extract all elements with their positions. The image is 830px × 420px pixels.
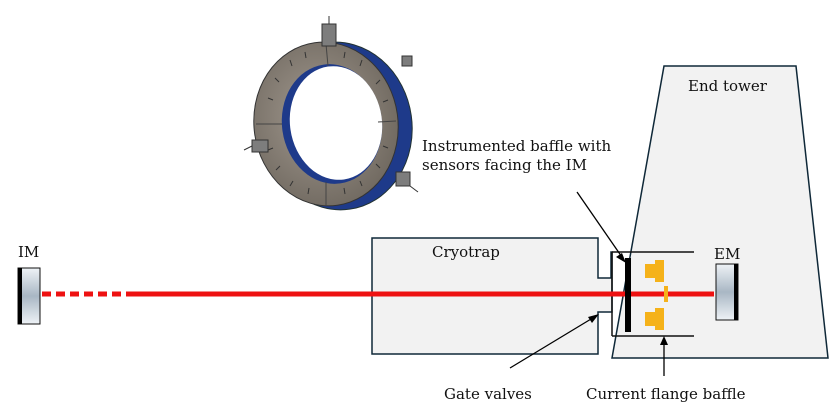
input-mirror [17, 267, 41, 325]
arrow-gate-valves [509, 314, 599, 369]
baffle-ring-render [243, 16, 419, 211]
label-em: EM [714, 245, 741, 263]
instrumented-baffle [625, 258, 631, 332]
arrow-current-flange-baffle [660, 336, 668, 376]
label-baffle-line2: sensors facing the IM [422, 156, 587, 174]
current-flange-baffle [645, 260, 668, 330]
label-cryotrap: Cryotrap [432, 243, 500, 261]
arrow-instrumented-baffle [576, 191, 626, 263]
end-mirror [715, 263, 739, 321]
label-im: IM [18, 243, 40, 261]
label-gate-valves: Gate valves [444, 385, 532, 403]
label-baffle-line1: Instrumented baffle with [422, 137, 612, 155]
label-current-flange-baffle: Current flange baffle [586, 385, 746, 403]
label-end-tower: End tower [688, 77, 767, 95]
